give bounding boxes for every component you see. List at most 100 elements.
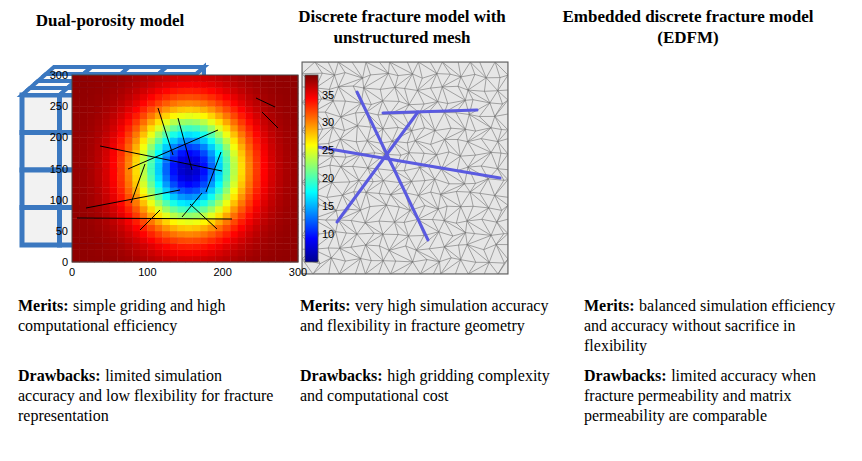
heat-cell xyxy=(290,169,298,176)
heat-cell xyxy=(110,94,118,101)
heat-cell xyxy=(87,175,95,182)
heat-cell xyxy=(193,250,201,257)
heat-cell xyxy=(223,250,231,257)
fracture-line xyxy=(383,110,477,113)
heat-cell xyxy=(72,112,80,119)
heat-cell xyxy=(245,181,253,188)
heat-cell xyxy=(110,231,118,238)
heat-cell xyxy=(260,144,268,151)
heat-cell xyxy=(200,87,208,94)
heat-cell xyxy=(147,81,155,88)
heat-cell xyxy=(208,212,216,219)
heat-cell xyxy=(260,243,268,250)
heat-cell xyxy=(253,200,261,207)
heat-cell xyxy=(170,94,178,101)
heat-cell xyxy=(87,256,95,263)
heat-cell xyxy=(72,237,80,244)
column-heading: Dual-porosity model xyxy=(0,10,230,31)
heat-cell xyxy=(72,218,80,225)
heat-cell xyxy=(275,137,283,144)
heat-cell xyxy=(155,243,163,250)
heat-cell xyxy=(260,81,268,88)
heat-cell xyxy=(177,243,185,250)
heat-cell xyxy=(125,187,133,194)
axis-tick: 300 xyxy=(50,69,68,81)
heat-cell xyxy=(230,206,238,213)
heat-cell xyxy=(155,81,163,88)
heat-cell xyxy=(132,243,140,250)
heat-cell xyxy=(87,237,95,244)
heat-cell xyxy=(185,193,193,200)
heat-cell xyxy=(95,137,103,144)
heat-cell xyxy=(155,200,163,207)
heat-cell xyxy=(72,106,80,113)
heat-cell xyxy=(140,187,148,194)
heat-cell xyxy=(215,144,223,151)
heat-cell xyxy=(238,125,246,132)
heat-cell xyxy=(253,250,261,257)
heat-cell xyxy=(268,187,276,194)
heat-cell xyxy=(275,131,283,138)
heat-cell xyxy=(102,231,110,238)
cube-top-cell xyxy=(135,88,181,95)
heat-cell xyxy=(230,200,238,207)
heat-cell xyxy=(238,137,246,144)
heat-cell xyxy=(230,100,238,107)
heat-cell xyxy=(245,175,253,182)
heat-cell xyxy=(147,137,155,144)
heat-cell xyxy=(162,212,170,219)
heat-cell xyxy=(290,250,298,257)
heat-cell xyxy=(102,87,110,94)
heat-cell xyxy=(72,231,80,238)
heat-cell xyxy=(147,87,155,94)
heat-cell xyxy=(170,212,178,219)
heat-cell xyxy=(208,75,216,82)
heat-cell xyxy=(223,156,231,163)
fracture-line xyxy=(337,112,418,222)
heat-cell xyxy=(253,106,261,113)
note-prefix: Drawbacks: xyxy=(18,367,101,384)
heat-cell xyxy=(290,100,298,107)
heat-cell xyxy=(238,112,246,119)
heat-cell xyxy=(117,112,125,119)
heat-cell xyxy=(117,106,125,113)
heat-cell xyxy=(268,137,276,144)
heat-cell xyxy=(80,200,88,207)
heat-cell xyxy=(102,181,110,188)
heat-cell xyxy=(95,75,103,82)
heat-cell xyxy=(208,87,216,94)
heat-cell xyxy=(268,156,276,163)
heat-cell xyxy=(162,181,170,188)
heat-cell xyxy=(177,218,185,225)
heat-cell xyxy=(110,156,118,163)
column-heading: Discrete fracture model with unstructure… xyxy=(257,6,547,48)
heat-cell xyxy=(260,125,268,132)
heat-cell xyxy=(230,231,238,238)
heat-cell xyxy=(253,181,261,188)
heat-cell xyxy=(117,137,125,144)
heat-cell xyxy=(177,175,185,182)
heat-cell xyxy=(117,212,125,219)
heat-cell xyxy=(245,243,253,250)
heat-cell xyxy=(208,119,216,126)
heat-cell xyxy=(290,175,298,182)
heat-cell xyxy=(260,181,268,188)
heat-cell xyxy=(87,75,95,82)
heat-cell xyxy=(170,125,178,132)
heat-cell xyxy=(275,237,283,244)
heat-cell xyxy=(275,119,283,126)
heat-cell xyxy=(185,212,193,219)
axis-tick: 50 xyxy=(56,225,68,237)
heat-cell xyxy=(147,119,155,126)
heat-cell xyxy=(268,87,276,94)
heat-cell xyxy=(223,106,231,113)
heat-cell xyxy=(268,125,276,132)
heat-cell xyxy=(238,218,246,225)
heat-cell xyxy=(72,193,80,200)
heat-cell xyxy=(117,81,125,88)
heat-cell xyxy=(80,156,88,163)
heat-cell xyxy=(170,112,178,119)
heat-cell xyxy=(170,243,178,250)
heat-cell xyxy=(72,131,80,138)
heat-cell xyxy=(125,256,133,263)
